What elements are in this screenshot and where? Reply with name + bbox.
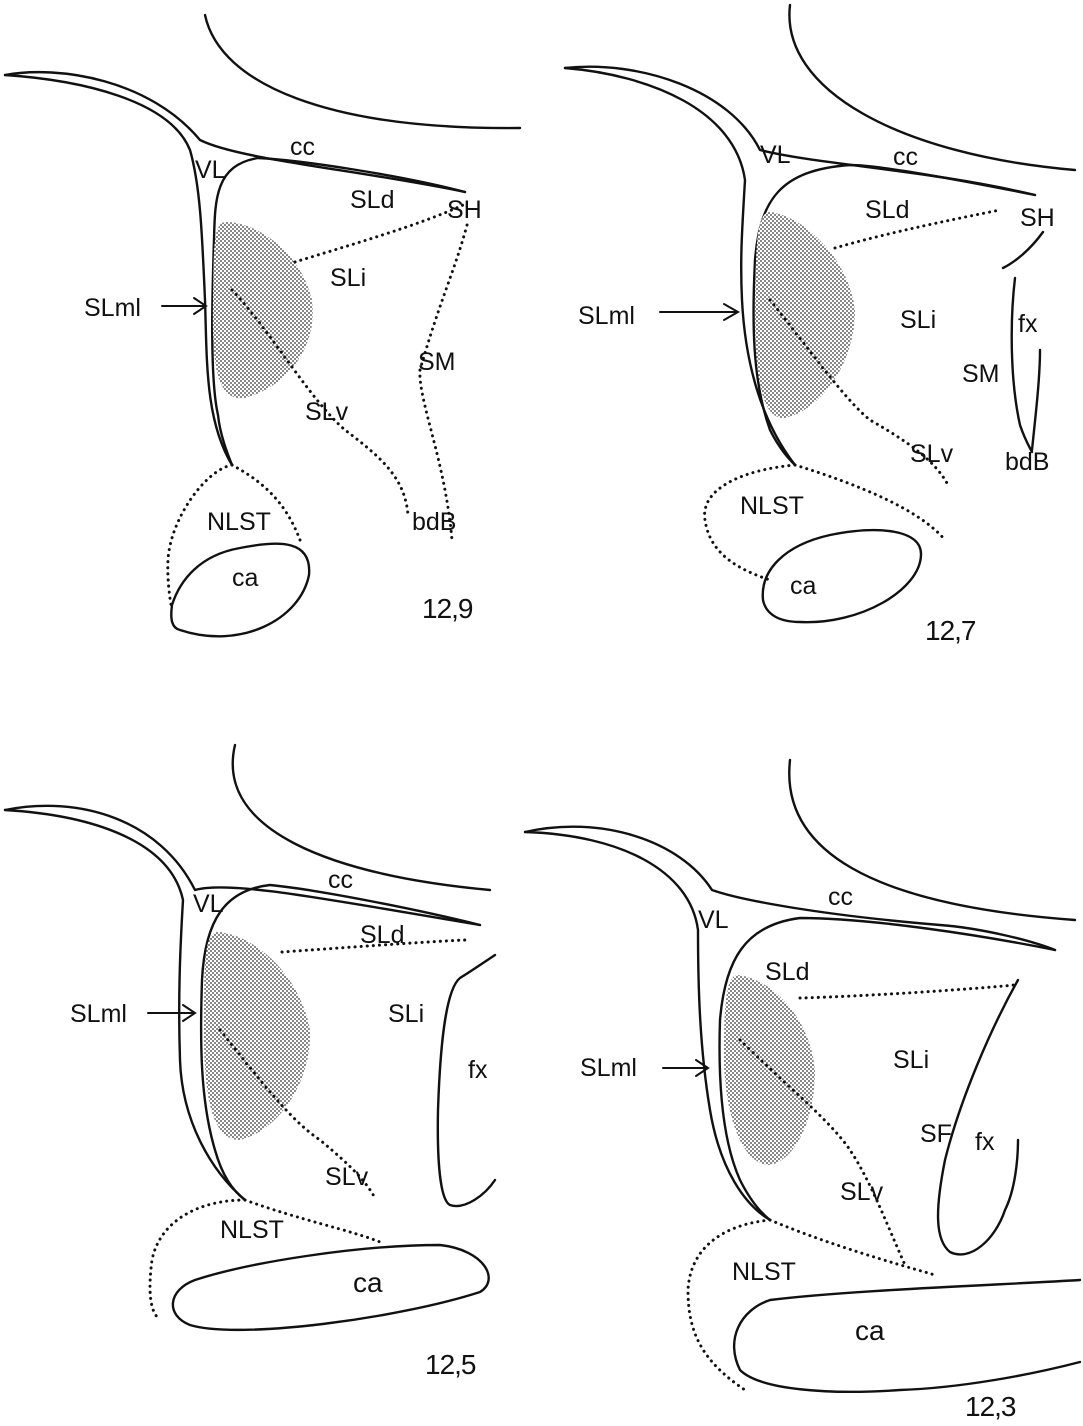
label-slv: SLv (305, 398, 349, 426)
label-cc: cc (328, 866, 353, 894)
slml-arrow (663, 1060, 708, 1076)
label-sli: SLi (330, 264, 366, 292)
label-slv: SLv (840, 1178, 884, 1206)
section-level: 12,5 (425, 1349, 476, 1380)
sld-sli-boundary (835, 210, 1000, 248)
caudate-outline (763, 530, 921, 622)
label-nlst: NLST (207, 508, 271, 536)
label-vl: VL (193, 890, 224, 918)
slml-arrow (148, 1005, 195, 1021)
ventricle-lower-outline (5, 75, 232, 465)
slml-shaded-region (755, 212, 855, 418)
label-nlst: NLST (740, 492, 804, 520)
caudate-outline (173, 1245, 489, 1330)
corpus-callosum-upper-outline (789, 5, 1075, 170)
label-sh: SH (1020, 204, 1055, 232)
caudate-outline (734, 1280, 1080, 1392)
section-level: 12,7 (925, 615, 976, 646)
label-slv: SLv (325, 1163, 369, 1191)
nlst-inner-boundary (795, 465, 945, 540)
label-sm: SM (962, 360, 1000, 388)
slml-shaded-region (213, 222, 313, 398)
label-slml: SLml (578, 302, 635, 330)
sh-sm-boundary (420, 225, 467, 540)
label-ca: ca (353, 1267, 383, 1298)
label-sld: SLd (865, 196, 909, 224)
fornix-outline (938, 980, 1018, 1254)
label-vl: VL (698, 906, 729, 934)
label-sh: SH (447, 196, 482, 224)
section-level: 12,3 (965, 1391, 1016, 1422)
slml-arrow (660, 304, 738, 320)
label-ca: ca (855, 1315, 885, 1346)
ventricle-upper-outline (525, 827, 1055, 950)
label-slml: SLml (70, 1000, 127, 1028)
label-sld: SLd (360, 921, 404, 949)
panel-12-9: cc VL SLd SH SLi SLml SM SLv bdB NLST ca… (5, 15, 520, 636)
sld-sli-boundary (800, 985, 1015, 998)
label-bdb: bdB (1005, 448, 1049, 476)
slml-arrow (162, 298, 206, 314)
label-cc: cc (290, 133, 315, 161)
label-sm: SM (418, 348, 456, 376)
fornix-outline (1003, 232, 1043, 268)
ventricle-upper-outline (5, 806, 480, 925)
label-fx: fx (975, 1128, 995, 1156)
label-fx: fx (1018, 310, 1038, 338)
label-vl: VL (195, 156, 226, 184)
label-ca: ca (232, 564, 259, 592)
label-nlst: NLST (220, 1216, 284, 1244)
corpus-callosum-upper-outline (233, 745, 490, 890)
nlst-outline (705, 465, 795, 580)
label-nlst: NLST (732, 1258, 796, 1286)
label-sld: SLd (350, 186, 394, 214)
label-slv: SLv (910, 440, 954, 468)
label-slml: SLml (84, 294, 141, 322)
corpus-callosum-upper-outline (205, 15, 520, 128)
label-cc: cc (893, 143, 918, 171)
label-bdb: bdB (412, 508, 456, 536)
label-slml: SLml (580, 1054, 637, 1082)
label-ca: ca (790, 572, 817, 600)
label-sli: SLi (388, 1000, 424, 1028)
panel-12-7: cc VL SLd SH SLi SLml fx SM SLv bdB NLST… (565, 5, 1075, 646)
label-cc: cc (828, 883, 853, 911)
label-sli: SLi (893, 1046, 929, 1074)
fornix-right (1032, 350, 1040, 450)
label-sli: SLi (900, 306, 936, 334)
label-vl: VL (760, 141, 791, 169)
label-fx: fx (468, 1056, 488, 1084)
panel-12-5: cc VL SLd SLi SLml fx SLv NLST ca 12,5 (5, 745, 495, 1380)
slml-shaded-region (204, 932, 310, 1140)
nlst-outline (168, 465, 232, 610)
fornix-left (1012, 278, 1032, 452)
panel-12-3: cc VL SLd SLi SLml SF fx SLv NLST ca 12,… (525, 760, 1080, 1422)
ventricle-upper-outline (5, 72, 465, 192)
label-sld: SLd (765, 958, 809, 986)
label-sf: SF (920, 1120, 952, 1148)
section-level: 12,9 (422, 593, 473, 624)
